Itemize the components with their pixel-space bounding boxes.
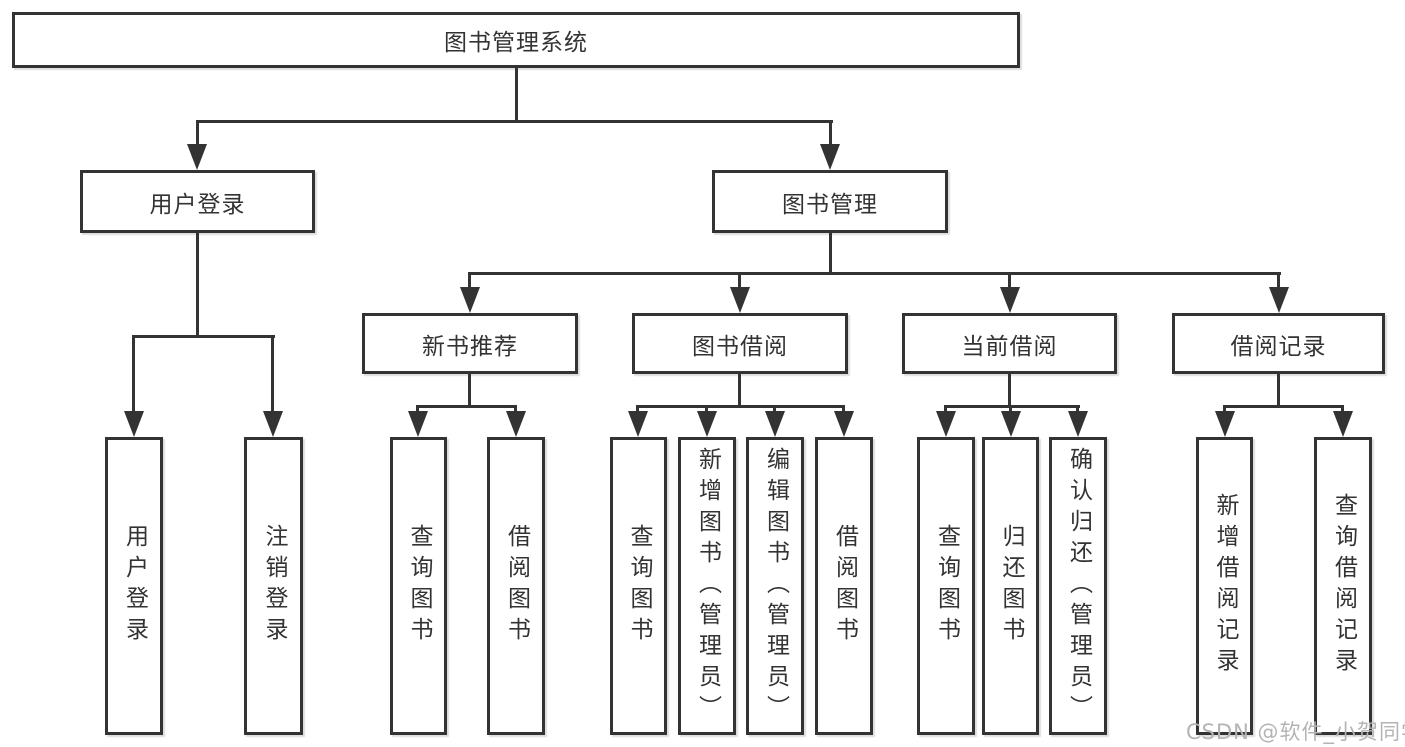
connector-line — [1076, 405, 1079, 413]
root-node-label: 图书管理系统 — [444, 30, 588, 56]
arrowhead-down-icon — [1068, 411, 1088, 437]
arrowhead-down-icon — [628, 411, 648, 437]
arrowhead-down-icon — [124, 411, 144, 437]
connector-line — [944, 405, 947, 413]
connector-line — [705, 405, 708, 413]
connector-line — [1223, 405, 1344, 408]
connector-line — [842, 405, 845, 413]
node-new-book-recommend: 新书推荐 — [362, 313, 578, 374]
node-book-management: 图书管理 — [712, 170, 948, 233]
arrowhead-down-icon — [1215, 411, 1235, 437]
node-book-management-label: 图书管理 — [782, 191, 878, 218]
leaf-borrow-add-admin: 新增图书（管理员） — [678, 437, 736, 735]
node-current-borrow-label: 当前借阅 — [961, 333, 1058, 360]
arrowhead-down-icon — [408, 411, 428, 437]
connector-line — [468, 272, 1281, 275]
node-book-borrow-label: 图书借阅 — [692, 333, 788, 360]
connector-line — [636, 405, 639, 413]
arrowhead-down-icon — [936, 411, 956, 437]
connector-line — [773, 405, 776, 413]
leaf-logout-label: 注销登录 — [261, 524, 287, 648]
arrowhead-down-icon — [1000, 287, 1020, 313]
leaf-current-confirm-admin: 确认归还（管理员） — [1049, 437, 1107, 735]
leaf-record-query: 查询借阅记录 — [1314, 437, 1372, 735]
connector-line — [1009, 405, 1012, 413]
connector-line — [944, 405, 1080, 408]
arrowhead-down-icon — [506, 411, 526, 437]
leaf-current-confirm-admin-label: 确认归还（管理员） — [1065, 446, 1092, 726]
connector-line — [1223, 405, 1226, 413]
connector-line — [1008, 272, 1011, 290]
leaf-borrow-add-admin-label: 新增图书（管理员） — [694, 446, 721, 726]
leaf-newbook-query-label: 查询图书 — [406, 524, 432, 648]
leaf-logout: 注销登录 — [244, 437, 303, 735]
leaf-record-add: 新增借阅记录 — [1196, 437, 1253, 735]
connector-line — [468, 272, 471, 290]
connector-line — [196, 120, 833, 123]
node-borrow-record-label: 借阅记录 — [1230, 333, 1327, 360]
leaf-newbook-borrow-label: 借阅图书 — [503, 524, 530, 648]
leaf-newbook-query: 查询图书 — [390, 437, 447, 735]
connector-line — [738, 374, 741, 408]
root-node-library-system: 图书管理系统 — [12, 12, 1020, 68]
connector-line — [416, 405, 419, 413]
leaf-newbook-borrow: 借阅图书 — [487, 437, 545, 735]
leaf-record-query-label: 查询借阅记录 — [1330, 493, 1357, 679]
arrowhead-down-icon — [834, 411, 854, 437]
connector-line — [1277, 374, 1280, 408]
leaf-borrow-book-label: 借阅图书 — [831, 524, 858, 648]
leaf-borrow-edit-admin-label: 编辑图书（管理员） — [762, 446, 789, 726]
arrowhead-down-icon — [460, 287, 480, 313]
connector-line — [1277, 272, 1280, 290]
arrowhead-down-icon — [1269, 287, 1289, 313]
connector-line — [132, 335, 275, 338]
connector-line — [1341, 405, 1344, 413]
node-borrow-record: 借阅记录 — [1172, 313, 1385, 374]
connector-line — [829, 120, 832, 146]
node-new-book-recommend-label: 新书推荐 — [422, 333, 518, 360]
leaf-user-login: 用户登录 — [105, 437, 163, 735]
connector-line — [636, 405, 845, 408]
leaf-record-add-label: 新增借阅记录 — [1212, 493, 1238, 679]
connector-line — [132, 335, 135, 413]
csdn-watermark: CSDN @软件_小贺同学 — [1186, 720, 1405, 744]
leaf-current-query-label: 查询图书 — [933, 524, 960, 648]
connector-line — [468, 374, 471, 408]
connector-line — [829, 233, 832, 274]
node-user-login-label: 用户登录 — [149, 191, 246, 218]
arrowhead-down-icon — [765, 411, 785, 437]
connector-line — [271, 335, 274, 413]
arrowhead-down-icon — [263, 411, 283, 437]
leaf-current-return-label: 归还图书 — [998, 524, 1024, 648]
connector-line — [196, 120, 199, 146]
connector-line — [738, 272, 741, 290]
leaf-current-return: 归还图书 — [982, 437, 1039, 735]
arrowhead-down-icon — [730, 287, 750, 313]
arrowhead-down-icon — [1001, 411, 1021, 437]
leaf-borrow-query-label: 查询图书 — [626, 524, 652, 648]
connector-line — [515, 68, 518, 123]
arrowhead-down-icon — [1333, 411, 1353, 437]
connector-line — [1008, 374, 1011, 408]
arrowhead-down-icon — [820, 144, 840, 170]
connector-line — [196, 233, 199, 338]
arrowhead-down-icon — [187, 144, 207, 170]
leaf-borrow-book: 借阅图书 — [815, 437, 873, 735]
connector-line — [416, 405, 517, 408]
node-user-login: 用户登录 — [80, 170, 315, 233]
arrowhead-down-icon — [697, 411, 717, 437]
node-book-borrow: 图书借阅 — [632, 313, 848, 374]
node-current-borrow: 当前借阅 — [902, 313, 1117, 374]
connector-line — [514, 405, 517, 413]
leaf-borrow-query: 查询图书 — [610, 437, 667, 735]
leaf-borrow-edit-admin: 编辑图书（管理员） — [746, 437, 804, 735]
leaf-current-query: 查询图书 — [917, 437, 975, 735]
leaf-user-login-label: 用户登录 — [121, 524, 148, 648]
